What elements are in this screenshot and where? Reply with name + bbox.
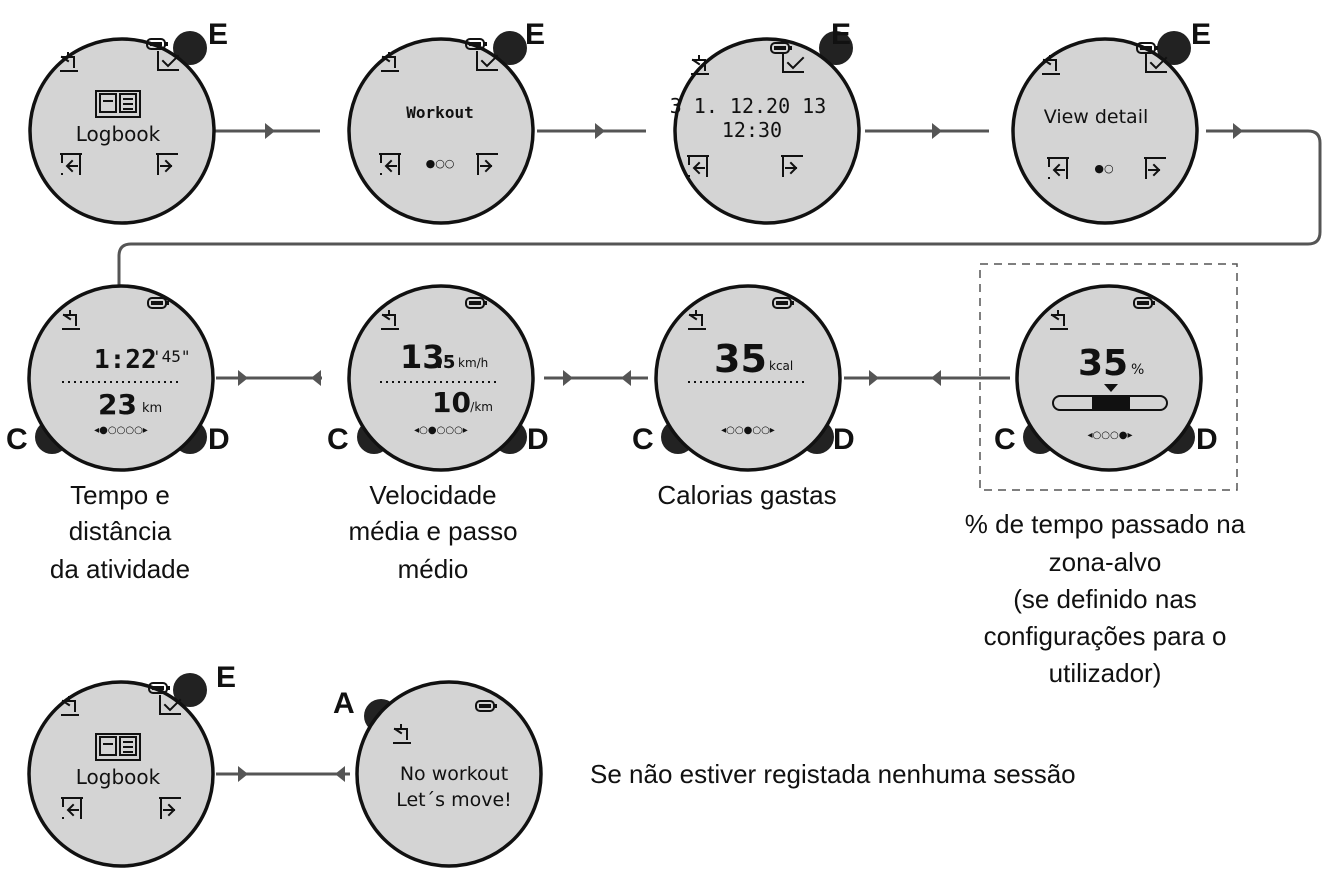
distance-value: 23 — [98, 388, 137, 421]
caption-line: utilizador) — [1049, 658, 1162, 688]
watch-no-workout-screen: A No workout Let´s move! — [333, 680, 543, 868]
watch-date-screen: E 3 1. 12.20 13 12:30 — [670, 18, 861, 225]
caption-line: configurações para o — [984, 621, 1227, 651]
caption-line: (se definido nas — [1013, 584, 1197, 614]
workout-label: Workout — [406, 103, 473, 122]
flow-arrow-right-icon — [265, 123, 275, 139]
caption-line: zona-alvo — [1049, 547, 1162, 577]
distance-unit: km — [142, 401, 162, 416]
button-label-c: C — [6, 423, 28, 456]
average-speed-value: 13 — [400, 338, 445, 376]
no-workout-message: No workout — [400, 763, 508, 785]
button-label-c: C — [632, 423, 654, 456]
watch-logbook-screen-2: E Logbook — [27, 661, 236, 868]
caption-zone: % de tempo passado na zona-alvo (se defi… — [965, 509, 1246, 688]
watch-time-distance-screen: C D 1:22 '45" 23 km ◂●○○○○▸ — [6, 284, 230, 472]
flow-arrow-right-icon — [932, 123, 942, 139]
caption-time-distance: Tempo e distância da atividade — [50, 480, 190, 584]
caption-line: Calorias gastas — [657, 480, 836, 510]
button-label-c: C — [994, 423, 1016, 456]
watch-logbook-screen: E Logbook — [28, 18, 228, 225]
page-dots-indicator: ◂○●○○○▸ — [414, 425, 468, 436]
elapsed-time-value: 1:22 — [94, 345, 157, 375]
caption-line: Tempo e — [70, 480, 170, 510]
lets-move-message: Let´s move! — [396, 789, 512, 811]
elapsed-time-seconds: '45" — [152, 347, 191, 366]
calories-unit: kcal — [769, 359, 793, 373]
zone-bar-target — [1092, 396, 1130, 410]
zone-percentage-unit: % — [1131, 362, 1144, 378]
watch-speed-pace-screen: C D 13 .5 km/h 10 '/km ◂○●○○○▸ — [327, 284, 549, 472]
flow-arrow-right-icon — [238, 766, 248, 782]
flow-arrow-left-icon — [311, 370, 321, 386]
flow-arrow-right-icon — [1233, 123, 1243, 139]
button-label-d: D — [833, 423, 855, 456]
flow-arrow-left-icon — [335, 766, 345, 782]
flow-arrow-right-icon — [595, 123, 605, 139]
calories-value: 35 — [714, 337, 767, 381]
zone-marker-icon — [1104, 384, 1118, 392]
button-label-d: D — [208, 423, 230, 456]
average-speed-unit: km/h — [458, 356, 488, 370]
session-date: 3 1. 12.20 13 — [670, 94, 827, 118]
average-speed-decimal: .5 — [436, 352, 455, 373]
flow-connectors — [117, 123, 1322, 782]
logbook-label: Logbook — [76, 122, 161, 146]
watch-calories-screen: C D 35 kcal ◂○○●○○▸ — [632, 284, 855, 472]
watch-workout-screen: E Workout ●○○ — [347, 18, 545, 225]
caption-line: da atividade — [50, 554, 190, 584]
watch-target-zone-screen: C D 35 % ◂○○○●▸ — [979, 263, 1238, 491]
caption-line: % de tempo passado na — [965, 509, 1246, 539]
average-pace-value: 10 — [432, 386, 471, 419]
average-pace-unit: '/km — [467, 400, 493, 414]
button-label-e: E — [831, 18, 851, 51]
page-dots-indicator: ◂○○○●▸ — [1088, 430, 1133, 441]
logbook-label: Logbook — [76, 765, 161, 789]
button-label-e: E — [208, 18, 228, 51]
button-label-e: E — [216, 661, 236, 694]
caption-calories: Calorias gastas — [657, 480, 836, 510]
caption-speed-pace: Velocidade média e passo médio — [348, 480, 517, 584]
button-label-d: D — [1196, 423, 1218, 456]
page-dots-indicator: ◂○○●○○▸ — [721, 425, 775, 436]
watch-view-detail-screen: E View detail ●○ — [1011, 18, 1211, 225]
button-label-a: A — [333, 687, 355, 720]
caption-line: média e passo — [348, 516, 517, 546]
page-dots-indicator: ●○○ — [426, 157, 455, 170]
flow-arrow-right-icon — [563, 370, 573, 386]
page-dots-indicator: ●○ — [1094, 162, 1113, 175]
caption-line: distância — [69, 516, 172, 546]
session-time: 12:30 — [722, 118, 782, 142]
caption-line: Velocidade — [369, 480, 496, 510]
page-dots-indicator: ◂●○○○○▸ — [94, 425, 148, 436]
flow-arrow-left-icon — [621, 370, 631, 386]
button-label-d: D — [527, 423, 549, 456]
optional-screen-frame — [979, 263, 1238, 491]
flow-arrow-left-icon — [931, 370, 941, 386]
caption-no-session: Se não estiver registada nenhuma sessão — [590, 759, 1076, 789]
button-label-c: C — [327, 423, 349, 456]
flow-arrow-right-icon — [238, 370, 248, 386]
flow-arrow-right-icon — [869, 370, 879, 386]
button-label-e: E — [1191, 18, 1211, 51]
view-detail-label: View detail — [1044, 106, 1149, 128]
caption-line: médio — [398, 554, 469, 584]
button-label-e: E — [525, 18, 545, 51]
zone-percentage-value: 35 — [1078, 343, 1128, 384]
